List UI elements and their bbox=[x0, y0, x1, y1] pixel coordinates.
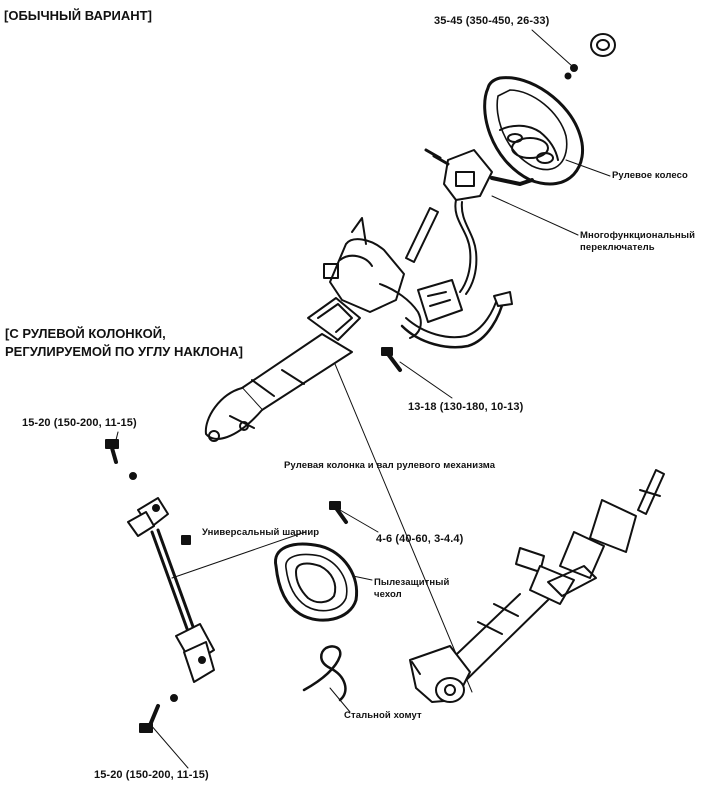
label-universal-joint: Универсальный шарнир bbox=[202, 527, 320, 538]
boot-bolt-shape bbox=[329, 501, 348, 524]
universal-joint-shape bbox=[127, 497, 215, 683]
multifunction-switch-shape bbox=[424, 148, 534, 295]
joint-upper-bolt-shape bbox=[105, 439, 137, 480]
leader-lines bbox=[112, 29, 611, 769]
steering-wheel-shape bbox=[483, 76, 585, 186]
upper-column-shape bbox=[307, 207, 513, 349]
column-bolt-shape bbox=[381, 347, 402, 372]
header-tilt-variant-line2: РЕГУЛИРУЕМОЙ ПО УГЛУ НАКЛОНА] bbox=[5, 344, 243, 359]
header-standard-variant: [ОБЫЧНЫЙ ВАРИАНТ] bbox=[4, 8, 152, 23]
torque-label-joint-upper-bolt: 15-20 (150-200, 11-15) bbox=[22, 417, 137, 429]
torque-label-column-bolt: 13-18 (130-180, 10-13) bbox=[408, 401, 524, 413]
label-multifunction-switch-line2: переключатель bbox=[580, 242, 655, 253]
steering-wheel-nut bbox=[564, 33, 616, 80]
label-column-and-shaft: Рулевая колонка и вал рулевого механизма bbox=[284, 460, 496, 471]
torque-label-wheel-nut: 35-45 (350-450, 26-33) bbox=[434, 15, 550, 27]
label-steel-clamp: Стальной хомут bbox=[344, 710, 422, 721]
label-steering-wheel: Рулевое колесо bbox=[612, 170, 688, 181]
dust-boot-shape bbox=[274, 542, 359, 622]
joint-lower-bolt-shape bbox=[139, 694, 178, 733]
label-dust-boot-line1: Пылезащитный bbox=[374, 577, 450, 588]
torque-label-joint-lower-bolt: 15-20 (150-200, 11-15) bbox=[94, 769, 209, 781]
torque-label-boot-bolt: 4-6 (40-60, 3-4.4) bbox=[376, 533, 464, 545]
header-tilt-variant-line1: [С РУЛЕВОЙ КОЛОНКОЙ, bbox=[5, 326, 166, 341]
label-dust-boot-line2: чехол bbox=[374, 589, 402, 600]
steel-clamp-shape bbox=[302, 645, 347, 702]
label-multifunction-switch-line1: Многофункциональный bbox=[580, 230, 696, 241]
tilt-column-tube-shape bbox=[204, 333, 353, 442]
lower-column-shape bbox=[409, 469, 665, 703]
